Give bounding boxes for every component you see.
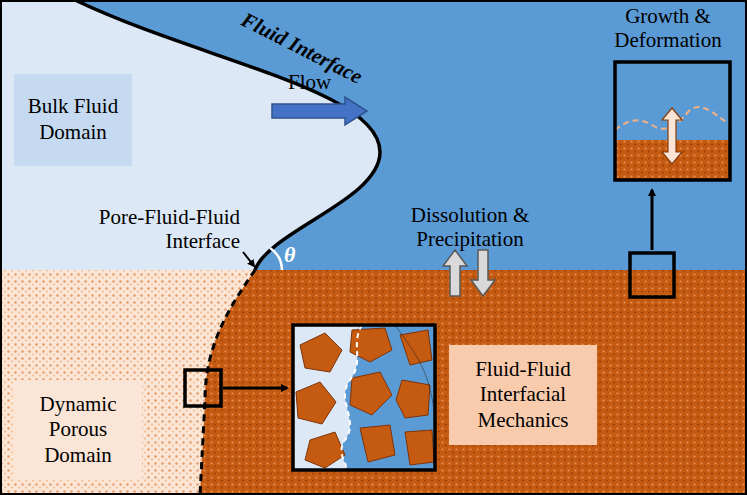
box-label: Dynamic Porous Domain bbox=[22, 392, 134, 469]
interface-label: Pore-Fluid-Fluid Interface bbox=[70, 205, 240, 253]
process-label: Growth & Deformation bbox=[593, 4, 743, 52]
process-label: Dissolution & Precipitation bbox=[395, 203, 545, 251]
angle-symbol: θ bbox=[284, 242, 308, 267]
box-label: Fluid-Fluid Interfacial Mechanics bbox=[457, 357, 589, 434]
box-label: Bulk Fluid Domain bbox=[22, 94, 124, 145]
domain-box: Dynamic Porous Domain bbox=[14, 380, 142, 480]
mechanics-box: Fluid-Fluid Interfacial Mechanics bbox=[449, 345, 597, 445]
domain-box: Bulk Fluid Domain bbox=[14, 74, 132, 166]
flow-label: Flow bbox=[288, 70, 348, 94]
